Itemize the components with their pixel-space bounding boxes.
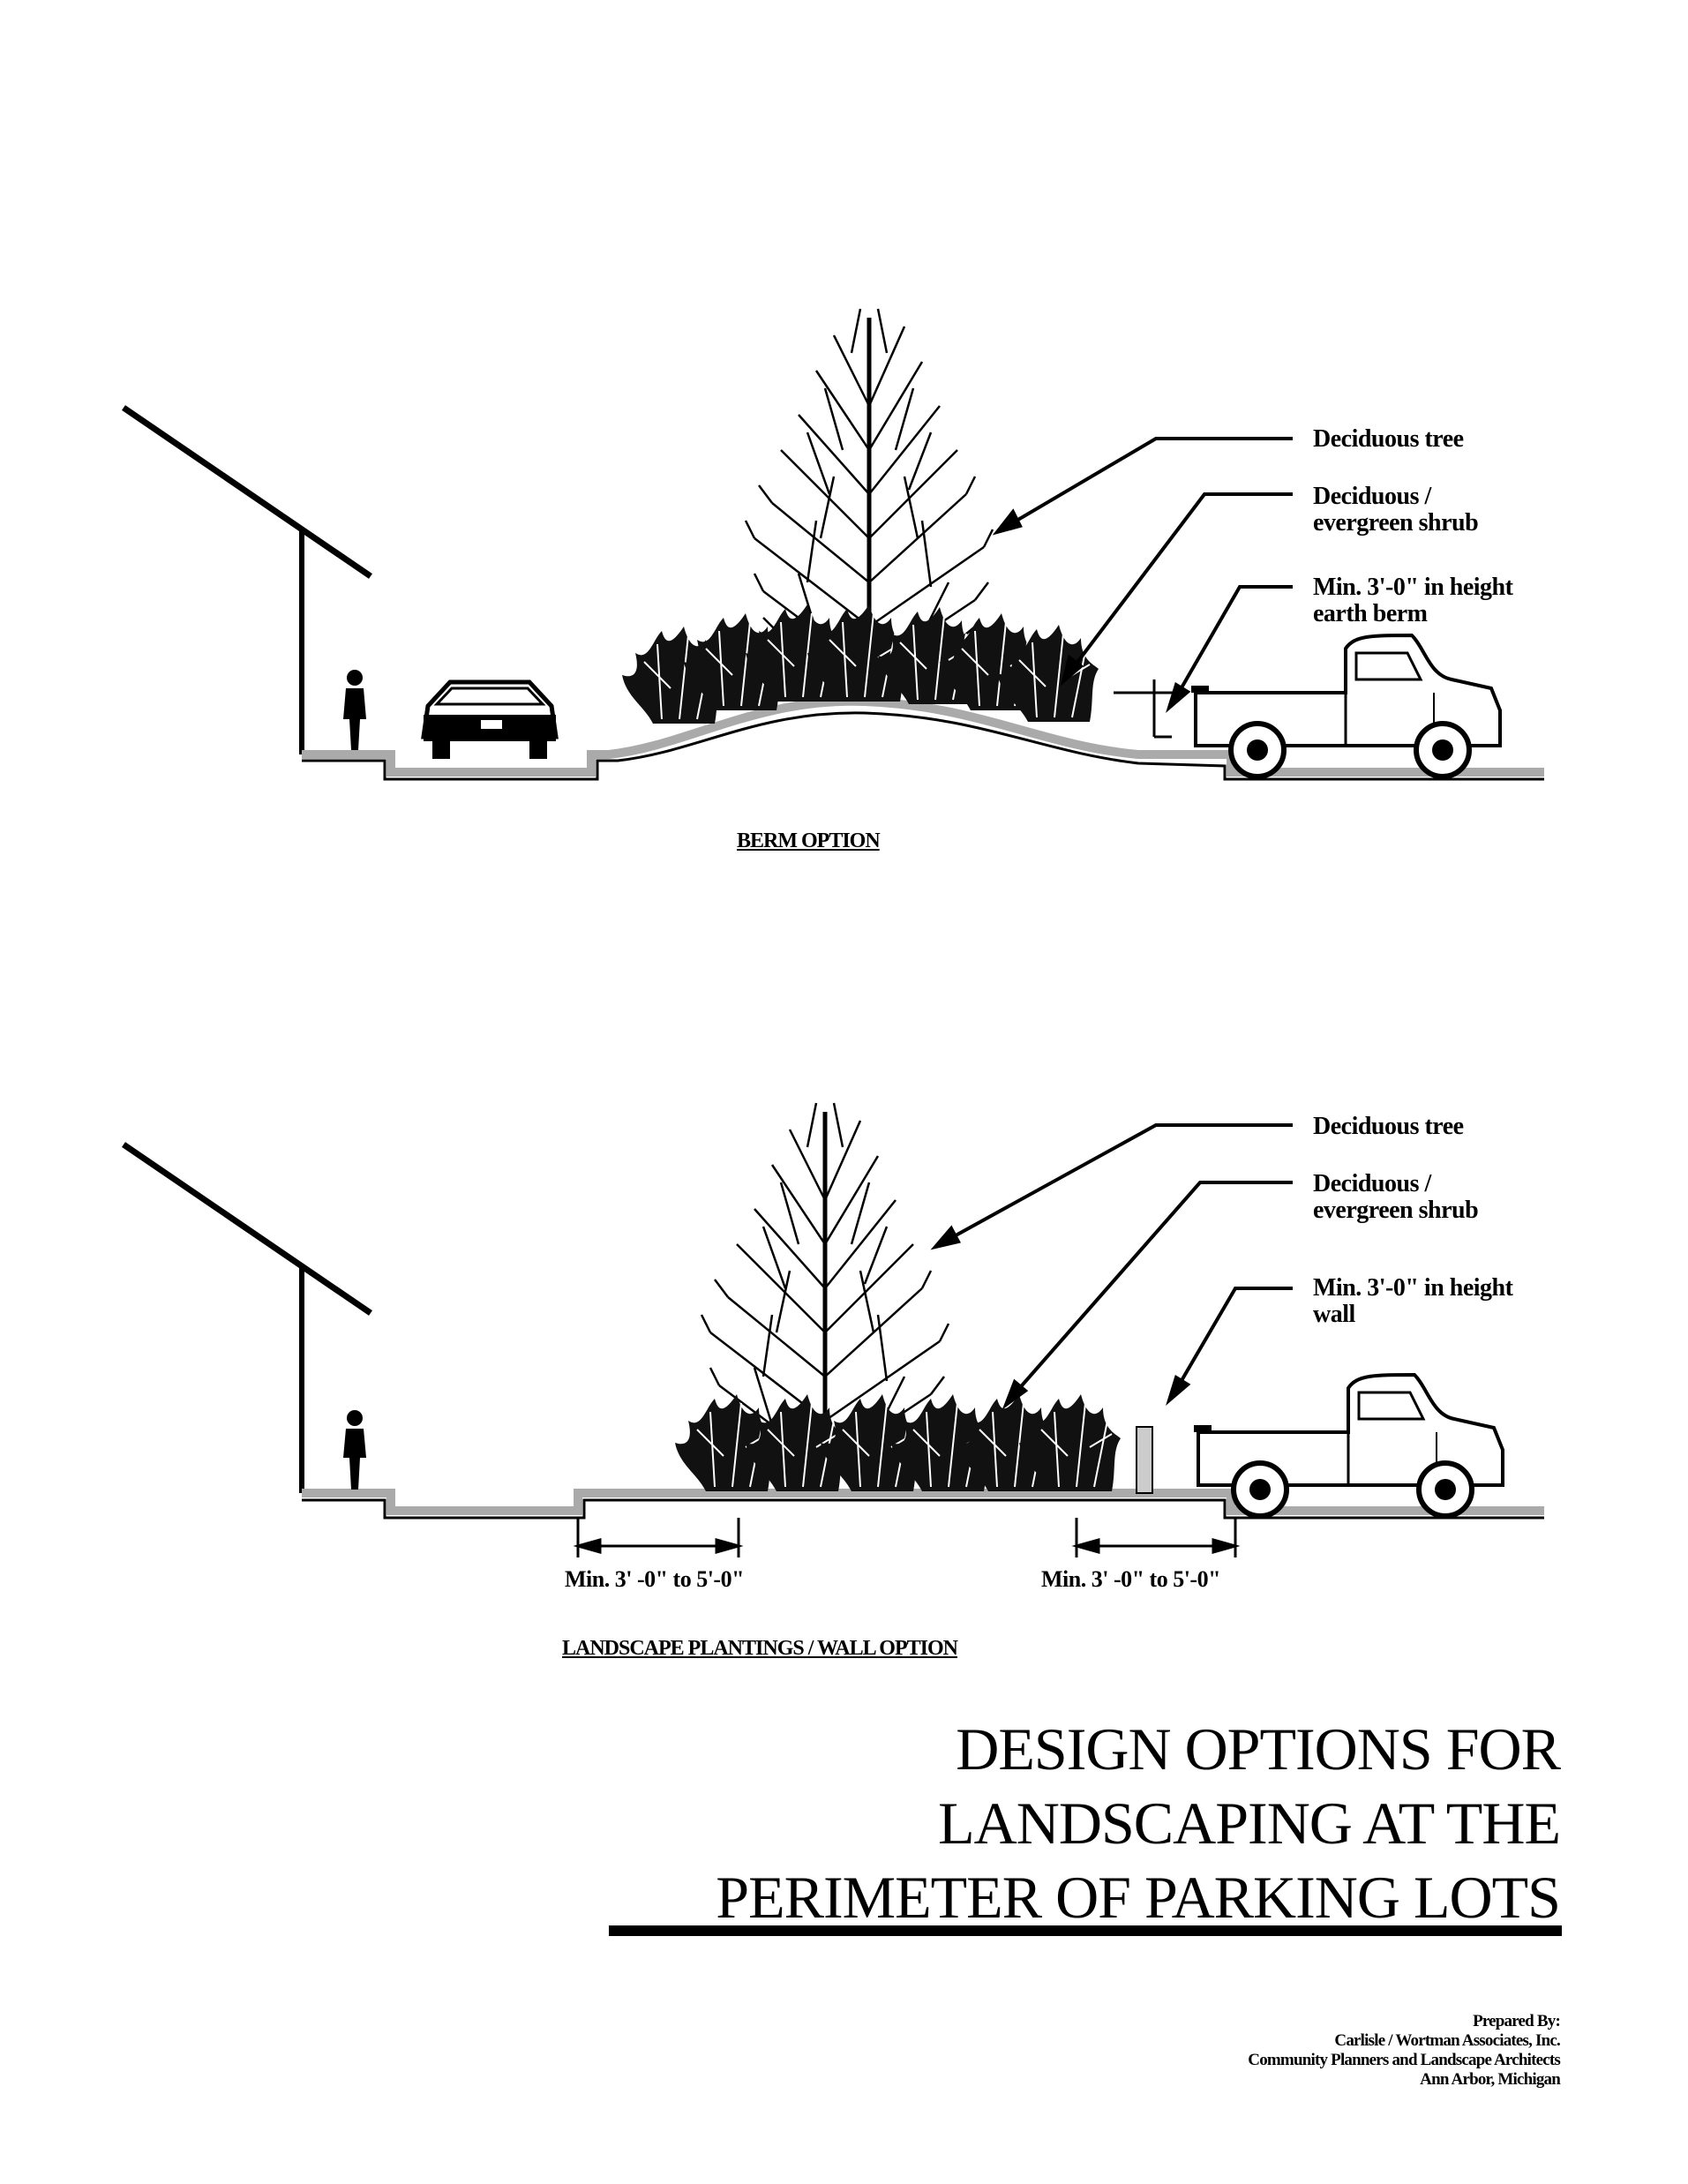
credits-line-1: Prepared By:: [1473, 2012, 1561, 2030]
wall-section: [122, 1103, 1544, 1557]
berm-option-caption: BERM OPTION: [737, 829, 881, 852]
berm-shrub-callout-1: Deciduous /: [1313, 483, 1431, 510]
truck-berm: [1191, 635, 1500, 777]
berm-height-marker: [1114, 679, 1178, 739]
pedestrian-figure: [343, 670, 366, 750]
credits-line-3: Community Planners and Landscape Archite…: [1248, 2051, 1561, 2069]
wall-shrub-callout-2: evergreen shrub: [1313, 1197, 1479, 1224]
title-underline-rule: [609, 1925, 1562, 1936]
wall-tree-callout: Deciduous tree: [1313, 1113, 1464, 1140]
wall-height-callout-2: wall: [1313, 1301, 1355, 1328]
credits-line-2: Carlisle / Wortman Associates, Inc.: [1334, 2031, 1560, 2050]
title-line-1: DESIGN OPTIONS FOR: [956, 1715, 1561, 1782]
dimension-label-right: Min. 3' -0" to 5'-0": [1041, 1566, 1221, 1592]
berm-section: [122, 309, 1544, 781]
credits-line-4: Ann Arbor, Michigan: [1420, 2070, 1561, 2089]
title-line-2: LANDSCAPING AT THE: [938, 1790, 1561, 1857]
berm-shrub-callout-2: evergreen shrub: [1313, 509, 1479, 537]
shrub-mass-wall: [674, 1393, 1122, 1492]
building-outline-2: [122, 1142, 372, 1493]
title-line-3: PERIMETER OF PARKING LOTS: [716, 1864, 1561, 1931]
leader-lines-wall: [930, 1123, 1293, 1410]
wall-shrub-callout-1: Deciduous /: [1313, 1170, 1431, 1197]
berm-tree-callout: Deciduous tree: [1313, 425, 1464, 453]
dimension-lines: [573, 1518, 1241, 1557]
leader-lines-berm: [992, 437, 1293, 714]
credits-block: Prepared By: Carlisle / Wortman Associat…: [1248, 2012, 1561, 2090]
wall-option-caption: LANDSCAPE PLANTINGS / WALL OPTION: [562, 1637, 958, 1660]
car-front-view: [421, 679, 559, 759]
ground-line-2: [302, 1489, 1544, 1520]
pedestrian-figure-2: [343, 1410, 366, 1490]
wall-height-callout-1: Min. 3'-0" in height: [1313, 1274, 1513, 1302]
page-title: DESIGN OPTIONS FOR LANDSCAPING AT THE PE…: [716, 1712, 1561, 1934]
building-outline: [122, 405, 372, 754]
dimension-label-left: Min. 3' -0" to 5'-0": [565, 1566, 745, 1592]
screen-wall: [1136, 1426, 1153, 1494]
berm-height-callout-2: earth berm: [1313, 600, 1428, 627]
berm-height-callout-1: Min. 3'-0" in height: [1313, 574, 1513, 601]
truck-wall: [1194, 1375, 1503, 1516]
